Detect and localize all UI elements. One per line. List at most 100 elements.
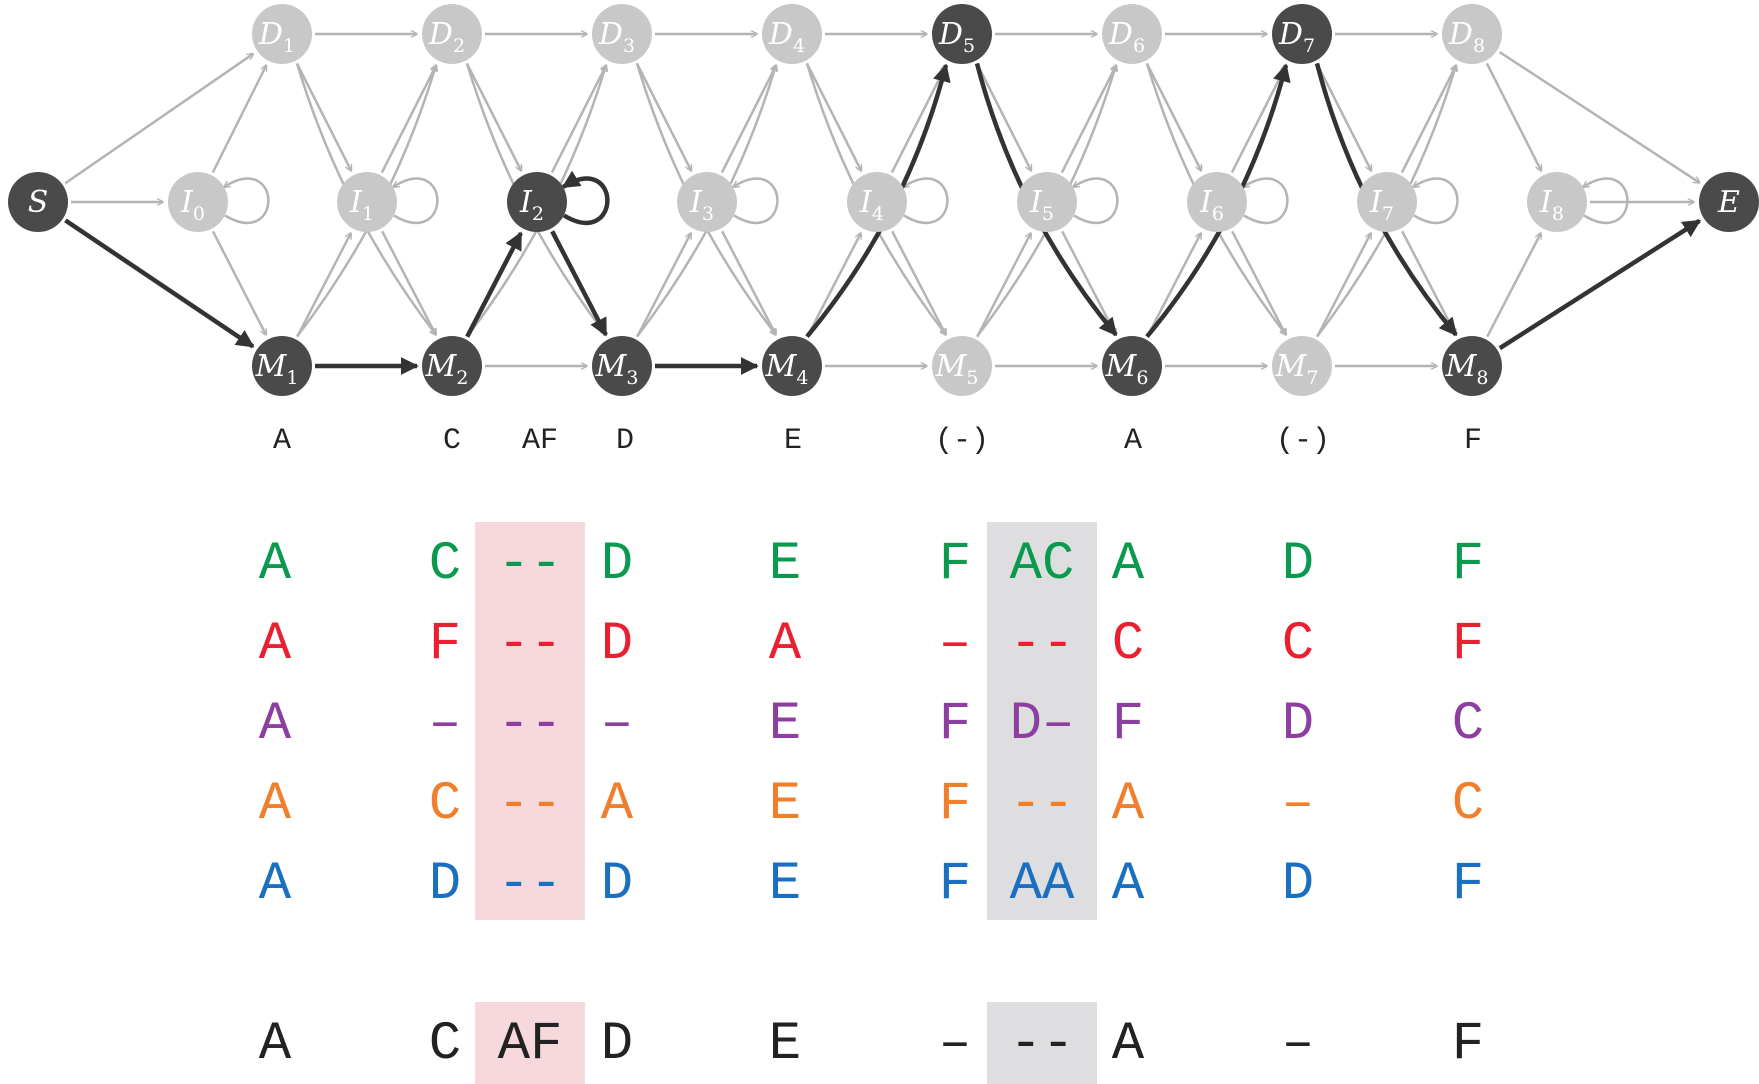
- state-circle: [168, 172, 228, 232]
- delete-state: D7: [1272, 4, 1332, 64]
- alignment-cell: C: [429, 774, 461, 835]
- path-arrow: [550, 230, 608, 337]
- transition-arrow: [296, 233, 353, 338]
- alignment-cell: C: [1452, 694, 1484, 755]
- alignment-cell: D: [601, 614, 633, 675]
- transition-arrow: [465, 62, 523, 170]
- alignment-cell: D: [1282, 854, 1314, 915]
- alignment-cell: F: [939, 694, 971, 755]
- state-circle: [1272, 336, 1332, 396]
- delete-state: D5: [932, 4, 992, 64]
- state-circle: [422, 4, 482, 64]
- state-circle: [762, 4, 822, 64]
- alignment-cell: –: [1282, 774, 1314, 835]
- consensus-label: A: [1124, 424, 1142, 458]
- state-circle: [252, 336, 312, 396]
- match-state: M3: [592, 336, 652, 396]
- state-circle: [8, 172, 68, 232]
- transition-arrow: [211, 230, 268, 334]
- state-circle: [1102, 336, 1162, 396]
- final-cell: –: [939, 1014, 971, 1075]
- final-insert-band: [475, 1002, 585, 1084]
- state-label: M3: [595, 349, 639, 389]
- alignment-cell: A: [259, 854, 292, 915]
- state-label: M1: [255, 349, 299, 389]
- state-label: I5: [1029, 185, 1054, 225]
- match-state: M5: [932, 336, 992, 396]
- state-circle: [422, 336, 482, 396]
- state-label: I1: [349, 185, 374, 225]
- consensus-label: (-): [1276, 424, 1330, 458]
- transition-arrow: [1498, 51, 1700, 183]
- state-label: D5: [938, 17, 975, 57]
- self-loop-arrow: [1243, 177, 1289, 224]
- end-state: E: [1699, 172, 1759, 232]
- alignment-cell: --: [498, 694, 563, 755]
- insert-state: I8: [1527, 172, 1587, 232]
- state-label: D2: [428, 17, 465, 57]
- alignment-cell: E: [769, 694, 801, 755]
- alignment-cell: --: [498, 854, 563, 915]
- state-label: I3: [689, 185, 714, 225]
- state-label: I2: [519, 185, 544, 225]
- transition-arrow: [1061, 230, 1118, 335]
- alignment-cell: F: [939, 774, 971, 835]
- alignment-cell: D: [601, 534, 633, 595]
- delete-state: D1: [252, 4, 312, 64]
- state-circle: [1017, 172, 1077, 232]
- transition-arrow: [890, 65, 948, 174]
- state-label: M4: [765, 349, 809, 389]
- delete-state: D3: [592, 4, 652, 64]
- insert-state: I7: [1357, 172, 1417, 232]
- alignment-cell: A: [259, 534, 292, 595]
- delete-state: D8: [1442, 4, 1502, 64]
- transition-arrow: [64, 54, 253, 185]
- alignment-cell: E: [769, 774, 801, 835]
- alignment-cell: D: [1282, 534, 1314, 595]
- state-circle: [507, 172, 567, 232]
- transition-arrow: [381, 230, 438, 335]
- transition-arrow: [1145, 62, 1203, 170]
- alignment-cell: D–: [1010, 694, 1075, 755]
- consensus-label: (-): [935, 424, 989, 458]
- self-loop-arrow: [224, 177, 270, 224]
- insert-state: I0: [168, 172, 228, 232]
- match-state: M6: [1102, 336, 1162, 396]
- match-state: M4: [762, 336, 822, 396]
- transition-arrow: [1315, 62, 1373, 170]
- alignment-cell: C: [1452, 774, 1484, 835]
- self-loop-arrow: [1073, 177, 1119, 224]
- transition-arrow: [1401, 230, 1458, 335]
- final-cell: F: [1452, 1014, 1484, 1075]
- state-label: S: [28, 185, 49, 220]
- alignment-cell: AC: [1010, 534, 1075, 595]
- transition-arrow: [1230, 65, 1288, 174]
- final-delete-band: [987, 1002, 1097, 1084]
- start-state: S: [8, 172, 68, 232]
- alignment-cell: D: [1282, 694, 1314, 755]
- path-arrow: [1498, 218, 1702, 351]
- match-state: M7: [1272, 336, 1332, 396]
- transition-arrow: [806, 233, 863, 338]
- transition-arrow: [295, 62, 353, 170]
- state-label: D4: [768, 17, 805, 57]
- insert-state: I5: [1017, 172, 1077, 232]
- final-cell: --: [1010, 1014, 1075, 1075]
- transition-arrow: [1316, 233, 1373, 338]
- state-circle: [762, 336, 822, 396]
- state-circle: [1102, 4, 1162, 64]
- state-circle: [847, 172, 907, 232]
- state-label: M6: [1105, 349, 1149, 389]
- delete-state: D4: [762, 4, 822, 64]
- match-state: M1: [252, 336, 312, 396]
- alignment-cell: F: [939, 854, 971, 915]
- alignment-cell: F: [939, 534, 971, 595]
- self-loop-arrow: [1583, 177, 1629, 224]
- self-loop-arrow: [1413, 177, 1459, 224]
- path-arrow: [64, 218, 255, 349]
- alignment-cell: –: [429, 694, 461, 755]
- alignment-cell: E: [769, 534, 801, 595]
